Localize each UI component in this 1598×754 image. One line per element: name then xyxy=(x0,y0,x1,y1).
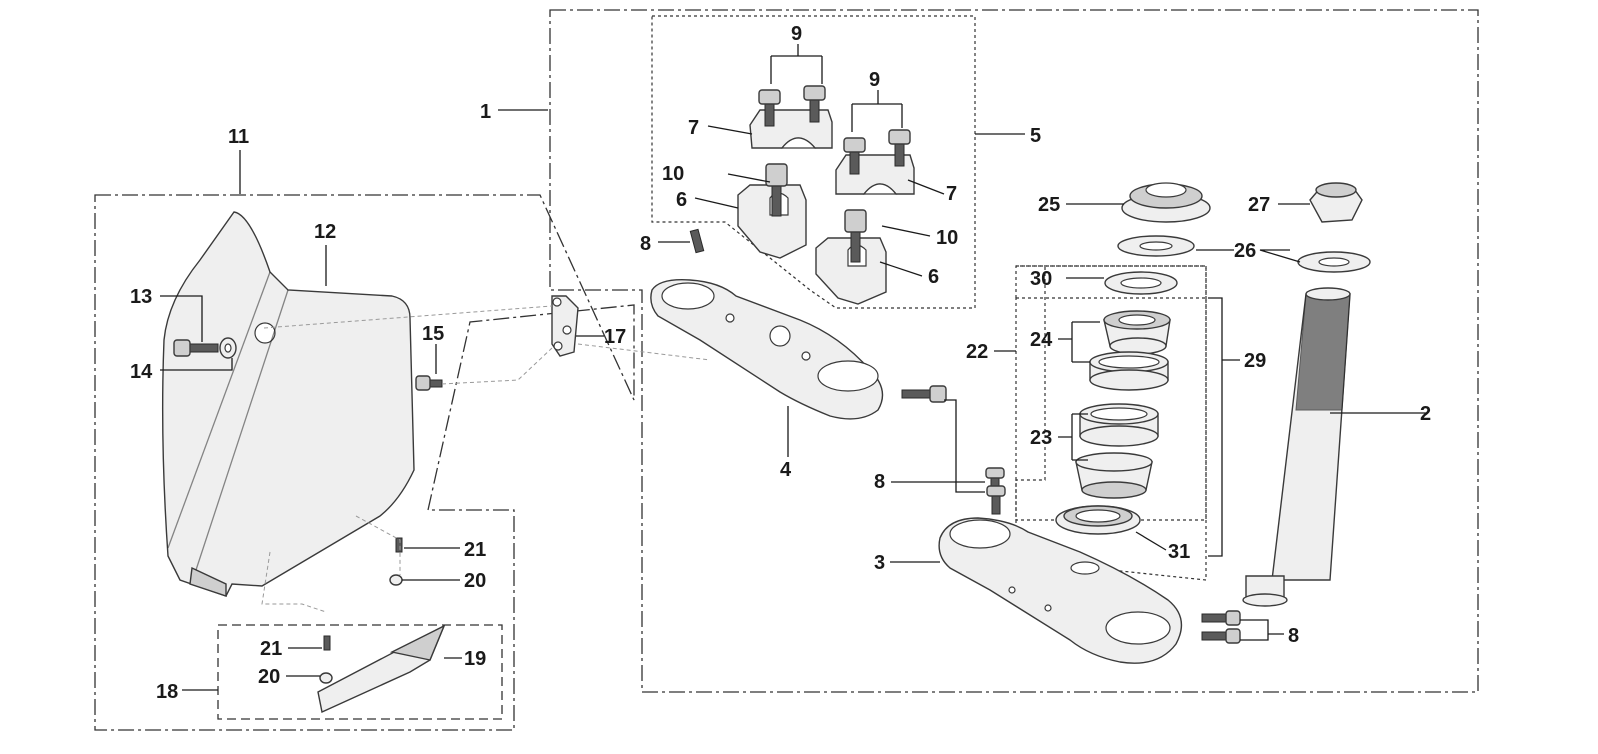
callout-18: 18 xyxy=(156,681,178,703)
upper-triple-clamp xyxy=(650,279,884,420)
group-30-box xyxy=(1015,265,1207,298)
stem-bolt-b xyxy=(985,467,1005,495)
number-plate xyxy=(161,211,415,597)
pinch-bolt-lower-2 xyxy=(1201,628,1241,644)
leader-lines xyxy=(160,44,1428,691)
lower-seal xyxy=(1055,505,1141,535)
upper-bearing xyxy=(1103,310,1171,355)
bracket-bolt xyxy=(415,375,443,391)
upper-clamp-left xyxy=(749,109,833,149)
callout-3: 3 xyxy=(874,552,885,574)
callout-24: 24 xyxy=(1030,329,1053,351)
callout-9a: 9 xyxy=(791,23,802,45)
callout-20a: 20 xyxy=(464,570,486,592)
callout-22: 22 xyxy=(966,341,988,363)
callout-5: 5 xyxy=(1030,125,1041,147)
group-1-box xyxy=(549,9,1479,693)
riser-bolt-left xyxy=(765,163,788,217)
stem-bolt-a xyxy=(901,385,947,403)
callout-2: 2 xyxy=(1420,403,1431,425)
callout-9b: 9 xyxy=(869,69,880,91)
steering-stem xyxy=(1242,287,1351,607)
callout-11: 11 xyxy=(228,126,249,148)
callout-7a: 7 xyxy=(688,117,699,139)
callout-31: 31 xyxy=(1168,541,1190,563)
callout-29: 29 xyxy=(1244,350,1266,372)
callout-26: 26 xyxy=(1234,240,1256,262)
callout-4: 4 xyxy=(780,459,792,481)
callout-27: 27 xyxy=(1248,194,1270,216)
callout-labels: 1 2 3 4 5 6 6 7 7 8 8 8 9 9 10 10 11 12 … xyxy=(130,23,1431,703)
group-5-box xyxy=(651,15,976,309)
pinch-bolt-upper xyxy=(689,228,705,254)
callout-14: 14 xyxy=(130,361,153,383)
callout-30: 30 xyxy=(1030,268,1052,290)
callout-15: 15 xyxy=(422,323,444,345)
cover-washer-b xyxy=(389,574,403,586)
top-dust-cap xyxy=(1121,182,1211,223)
plate-washer xyxy=(219,337,237,359)
group-18-box xyxy=(217,624,503,720)
stem-nut xyxy=(1309,182,1363,223)
callout-8b: 8 xyxy=(874,471,885,493)
callout-17: 17 xyxy=(604,326,626,348)
callout-13: 13 xyxy=(130,286,152,308)
callout-8a: 8 xyxy=(640,233,651,255)
upper-bearing-race xyxy=(1089,351,1169,391)
mounting-bracket xyxy=(551,295,579,357)
callout-25: 25 xyxy=(1038,194,1060,216)
cover-washer-a xyxy=(319,672,333,684)
callout-1: 1 xyxy=(480,101,491,123)
callout-10a: 10 xyxy=(662,163,684,185)
light-cover xyxy=(317,624,446,714)
lower-triple-clamp xyxy=(938,517,1183,664)
callout-7b: 7 xyxy=(946,183,957,205)
callout-21a: 21 xyxy=(464,539,486,561)
stem-bolt-c xyxy=(986,485,1006,515)
callout-21b: 21 xyxy=(260,638,282,660)
pinch-bolt-lower-1 xyxy=(1201,610,1241,626)
callout-19: 19 xyxy=(464,648,486,670)
callout-12: 12 xyxy=(314,221,336,243)
clamp-bolt-left-2 xyxy=(803,85,826,123)
cover-screw xyxy=(323,537,403,651)
clamp-bolt-right-2 xyxy=(888,129,911,167)
callout-10b: 10 xyxy=(936,227,958,249)
clamp-bolt-right-1 xyxy=(843,137,866,175)
riser-bolt-right xyxy=(844,209,867,263)
clamp-bolt-left-1 xyxy=(758,89,781,127)
callout-23: 23 xyxy=(1030,427,1052,449)
callout-6b: 6 xyxy=(928,266,939,288)
lower-bearing-race xyxy=(1079,403,1159,447)
lower-bearing xyxy=(1075,452,1153,499)
callout-20b: 20 xyxy=(258,666,280,688)
group-11-box xyxy=(94,194,635,731)
callout-6a: 6 xyxy=(676,189,687,211)
callout-8c: 8 xyxy=(1288,625,1299,647)
plate-bolt xyxy=(173,339,219,357)
